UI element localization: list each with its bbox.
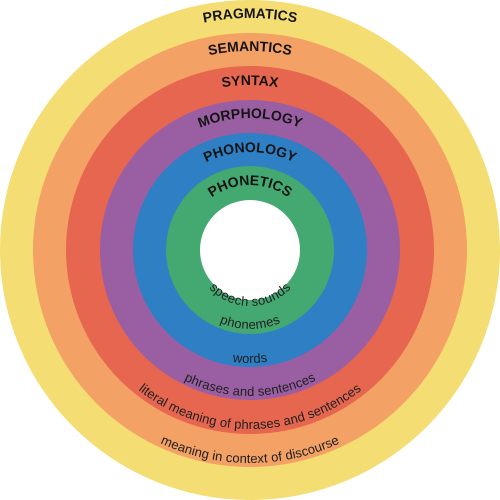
ring-title-pragmatics: PRAGMATICS: [201, 5, 298, 26]
ring-title-semantics: SEMANTICS: [207, 38, 294, 58]
center-hole: [200, 200, 300, 300]
ring-description-phonology: phonemes: [218, 312, 282, 333]
ring-title-syntax: SYNTAX: [220, 72, 280, 90]
ring-description-morphology: words: [231, 350, 268, 366]
